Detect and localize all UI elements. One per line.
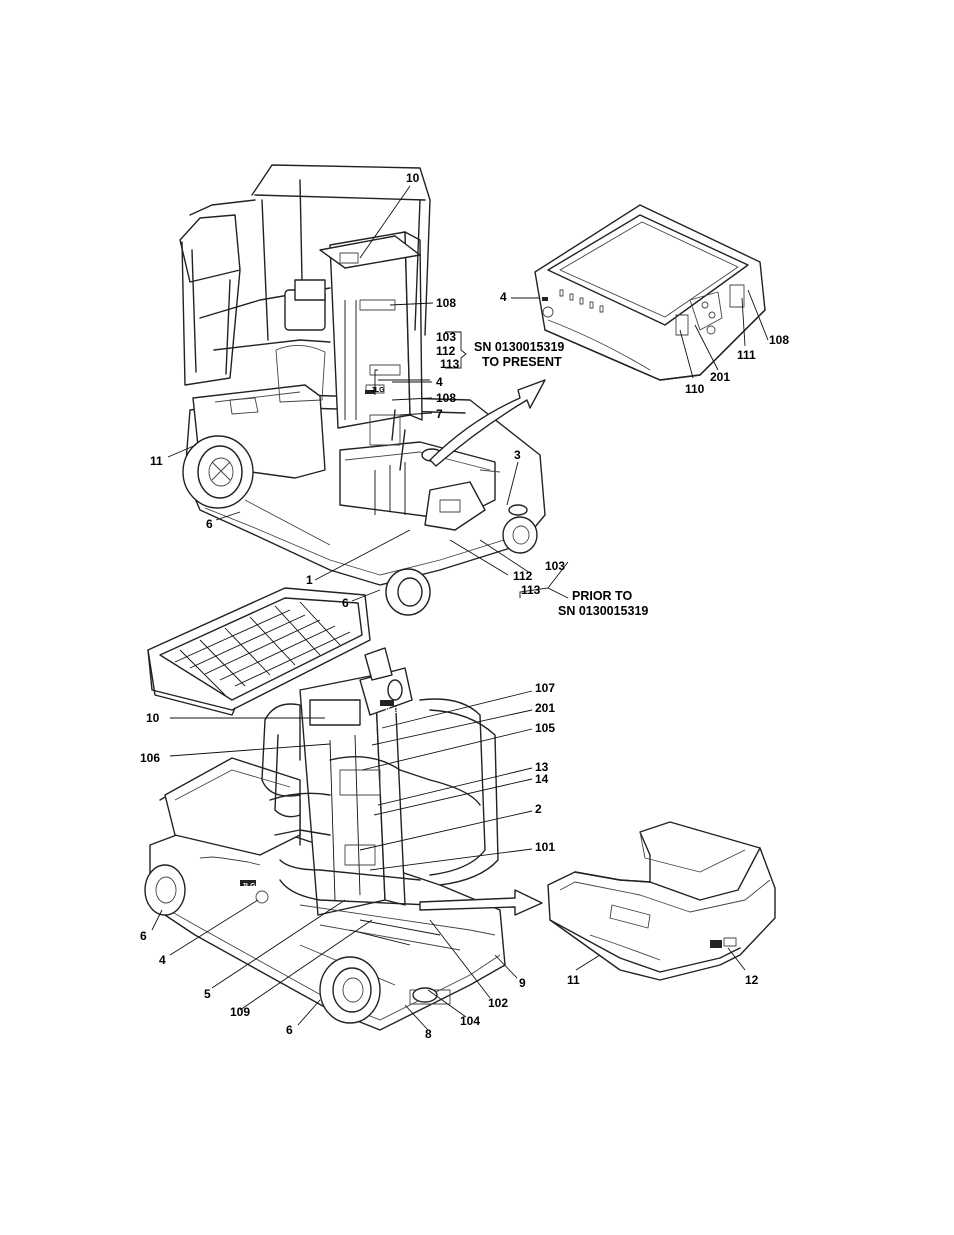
callout-11-tray: 11 — [567, 973, 580, 987]
callout-103-bottom: 103 — [545, 559, 565, 573]
callout-111: 111 — [737, 348, 756, 362]
callout-3: 3 — [514, 448, 521, 462]
callout-1: 1 — [306, 573, 313, 587]
callout-14: 14 — [535, 772, 549, 786]
callout-2: 2 — [535, 802, 542, 816]
note-prior-line2: SN 0130015319 — [558, 604, 648, 618]
callout-109: 109 — [230, 1005, 250, 1019]
bottom-rear-wheel — [145, 865, 185, 915]
callout-6-bottom-front: 6 — [286, 1023, 293, 1037]
callout-4-top: 4 — [436, 375, 443, 389]
top-rear-wheel — [183, 436, 253, 508]
callout-106: 106 — [140, 751, 160, 765]
control-box-detail — [535, 205, 765, 380]
callout-12: 12 — [745, 973, 759, 987]
callout-4-bottom: 4 — [159, 953, 166, 967]
callout-112-top: 112 — [436, 344, 456, 358]
note-prior-line1: PRIOR TO — [572, 589, 632, 603]
callout-10-top: 10 — [406, 171, 420, 185]
callout-11-top: 11 — [150, 454, 163, 468]
callout-107: 107 — [535, 681, 555, 695]
top-machine-illustration — [180, 165, 545, 615]
callout-6-bottom-rear: 6 — [140, 929, 147, 943]
callout-201-bottom: 201 — [535, 701, 555, 715]
callout-7: 7 — [436, 407, 443, 421]
callout-103-top: 103 — [436, 330, 456, 344]
callout-4-box: 4 — [500, 290, 507, 304]
brand-decal-control: JLG — [383, 706, 399, 715]
callout-6-top-front: 6 — [342, 596, 349, 610]
tray-detail — [548, 822, 775, 980]
brand-decal-mast: JLG — [371, 387, 385, 394]
callout-113-top: 113 — [440, 357, 460, 371]
callout-110: 110 — [685, 382, 705, 396]
bottom-machine-illustration — [145, 588, 505, 1030]
callout-101: 101 — [535, 840, 555, 854]
callout-102: 102 — [488, 996, 508, 1010]
note-sn-present-line2: TO PRESENT — [482, 355, 562, 369]
callout-6-top-rear: 6 — [206, 517, 213, 531]
callout-104: 104 — [460, 1014, 480, 1028]
callout-108-box: 108 — [769, 333, 789, 347]
callout-108-mid: 108 — [436, 391, 456, 405]
brand-decal-base: JLG — [242, 883, 256, 890]
callout-108-top: 108 — [436, 296, 456, 310]
callout-5: 5 — [204, 987, 211, 1001]
callout-201-box: 201 — [710, 370, 730, 384]
note-sn-present-line1: SN 0130015319 — [474, 340, 564, 354]
callout-9: 9 — [519, 976, 526, 990]
callout-113-bottom: 113 — [521, 583, 541, 597]
bottom-front-wheel — [320, 957, 380, 1023]
callout-10-bottom: 10 — [146, 711, 160, 725]
callout-8: 8 — [425, 1027, 432, 1041]
callout-112-bottom: 112 — [513, 569, 533, 583]
callout-105: 105 — [535, 721, 555, 735]
